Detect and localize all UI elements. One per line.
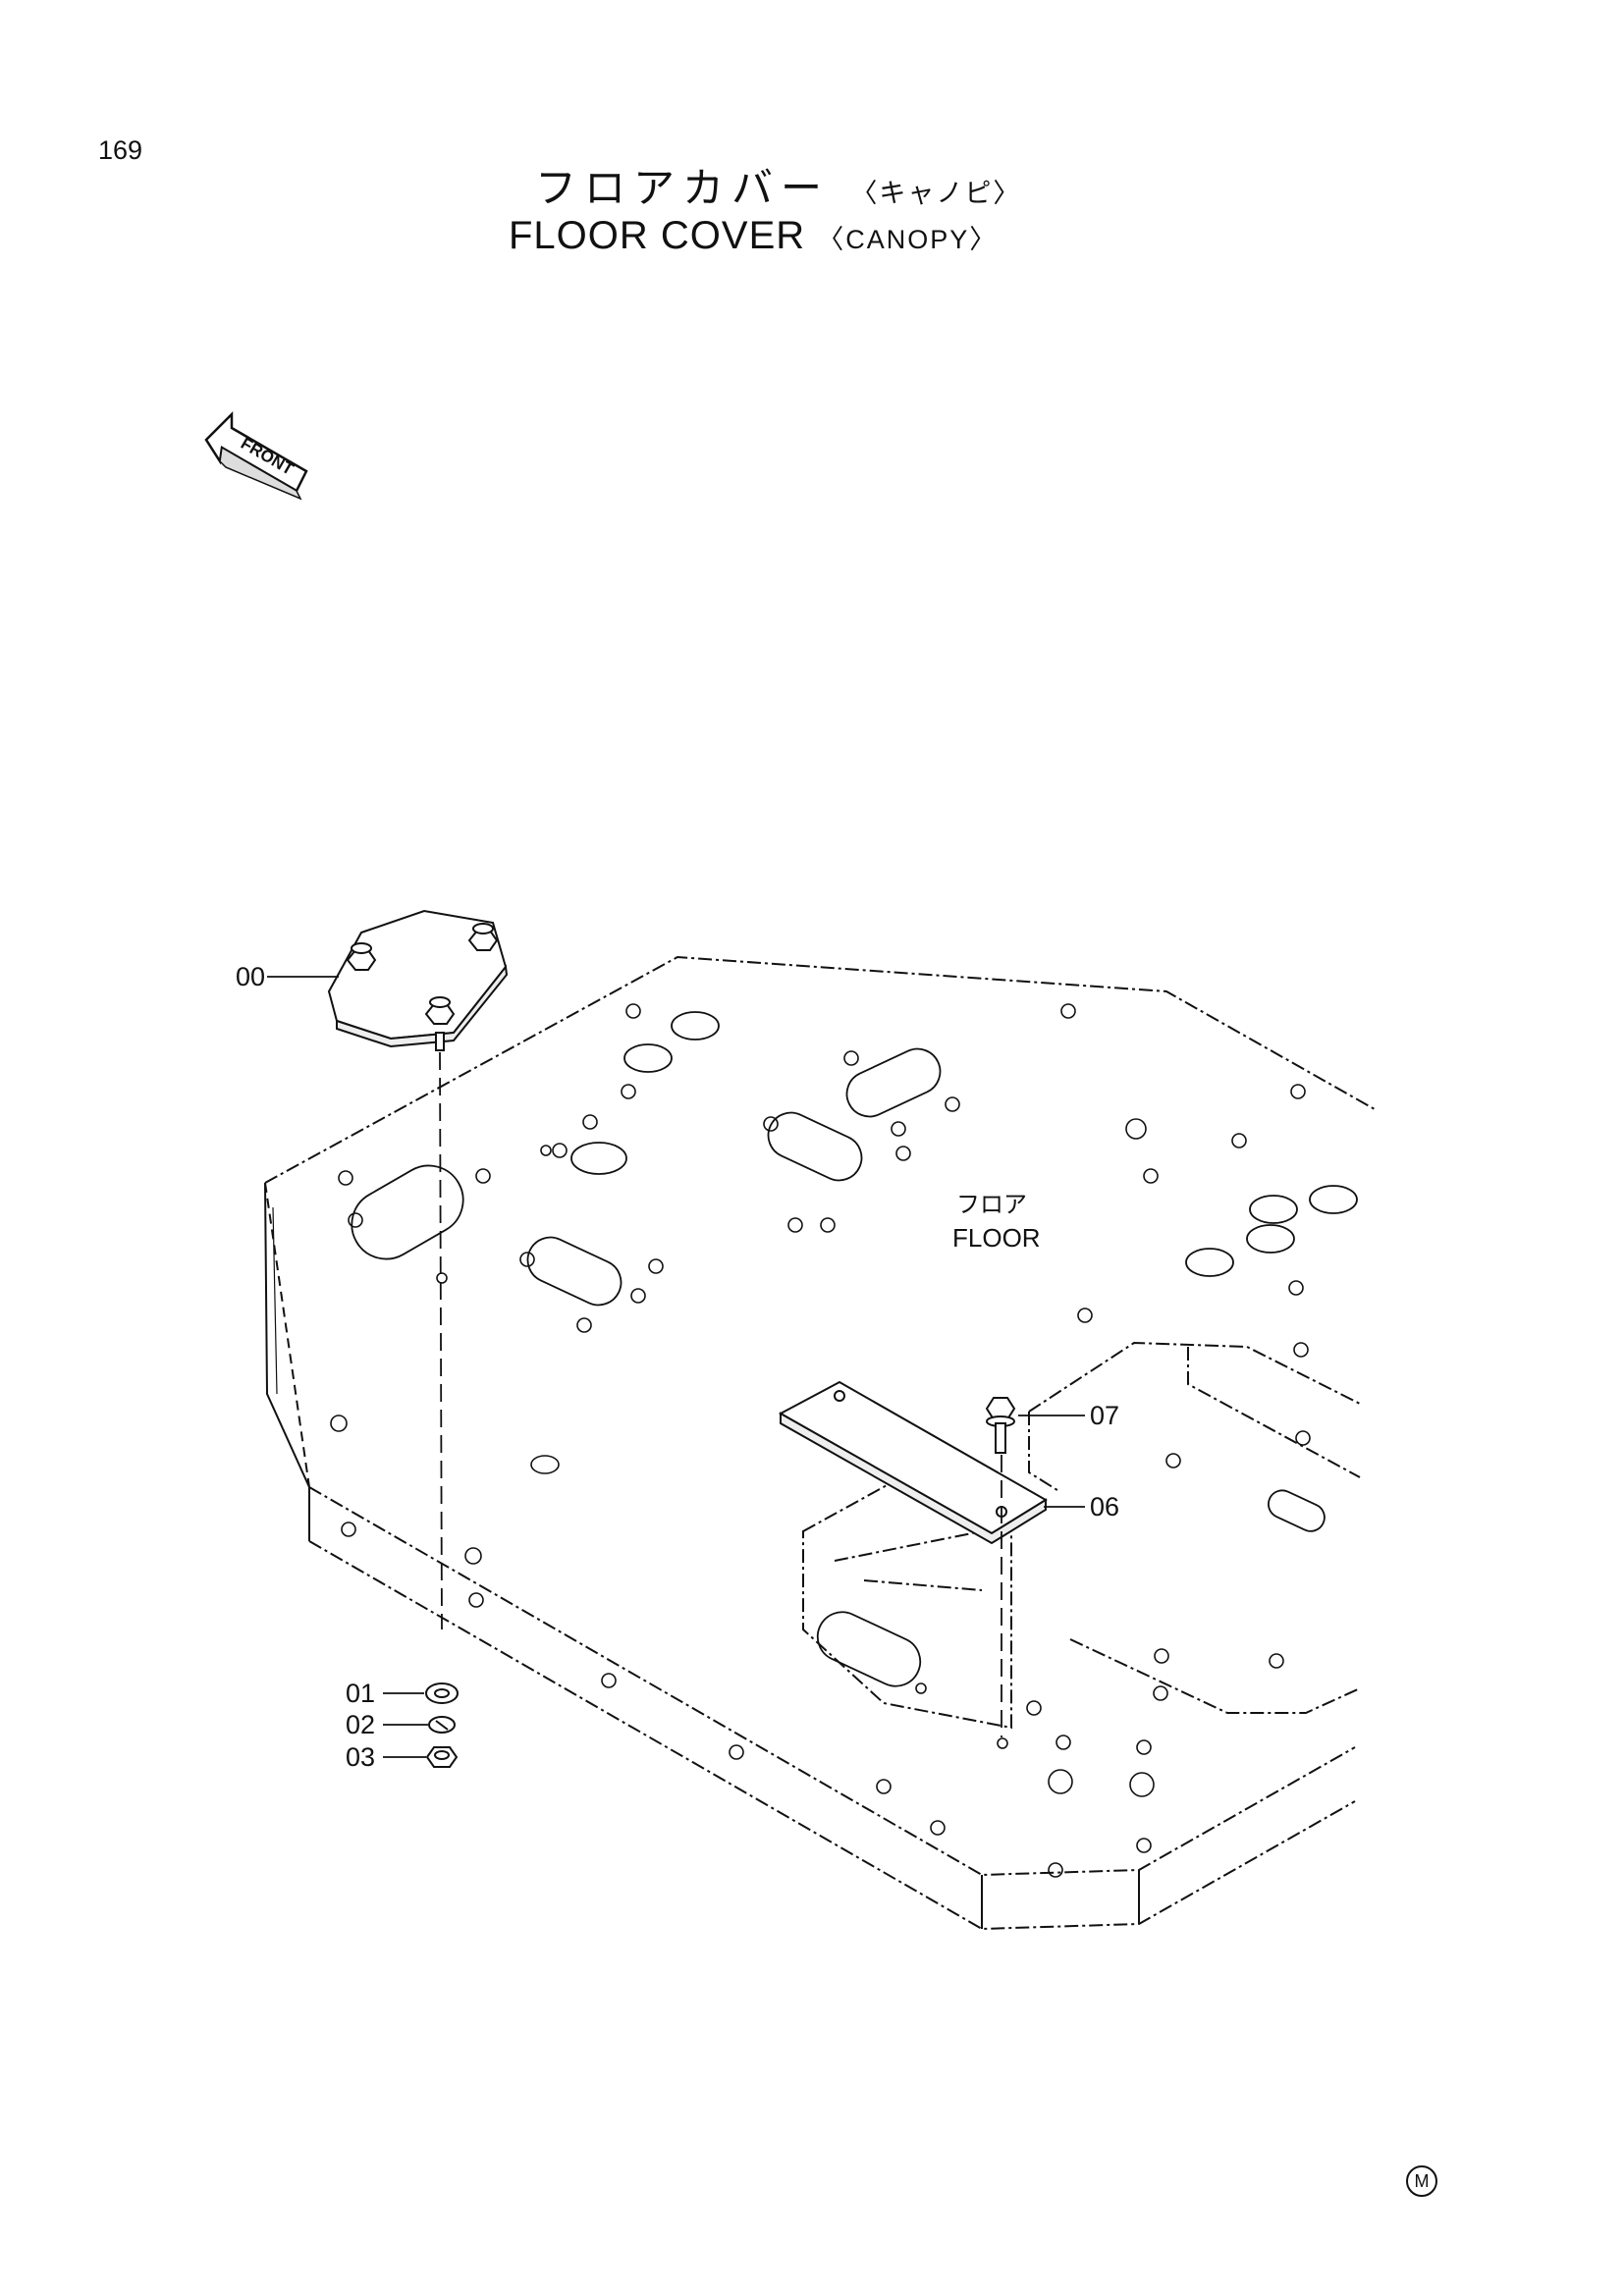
- corner-mark: M: [1406, 2165, 1437, 2197]
- title-english-sub: 〈CANOPY〉: [817, 225, 999, 254]
- callout-03: 03: [346, 1742, 375, 1772]
- bolt-07: [985, 1397, 1016, 1454]
- callout-06: 06: [1090, 1492, 1119, 1522]
- front-arrow-icon: FRONT: [204, 410, 308, 501]
- floor-plate: [264, 955, 1376, 1931]
- leader-lines: [267, 976, 1085, 1758]
- floor-label-english: FLOOR: [952, 1223, 1041, 1253]
- callout-00: 00: [236, 962, 265, 991]
- floor-cutouts: [351, 1011, 1358, 1687]
- title-english: FLOOR COVER 〈CANOPY〉: [509, 214, 998, 258]
- cover-plate-00: [327, 909, 509, 1051]
- spring-washer-02: [428, 1716, 456, 1734]
- callout-02: 02: [346, 1710, 375, 1739]
- floor-label-japanese: フロア: [956, 1191, 1027, 1218]
- bolt-icon: [467, 923, 499, 951]
- title-english-main: FLOOR COVER: [509, 214, 806, 257]
- nut-03: [425, 1746, 459, 1768]
- bolt-icon: [424, 996, 456, 1025]
- title-japanese-sub: 〈キャノピ〉: [850, 179, 1022, 209]
- title-japanese-main: フロアカバー: [535, 164, 831, 212]
- title-japanese: フロアカバー 〈キャノピ〉: [535, 155, 1021, 215]
- washer-01: [425, 1682, 459, 1704]
- callout-07: 07: [1090, 1401, 1119, 1430]
- callout-01: 01: [346, 1679, 375, 1708]
- page-number: 169: [98, 135, 143, 165]
- assembly-line-00: [439, 1051, 443, 1630]
- bolt-icon: [346, 942, 377, 971]
- floor-holes: [330, 1003, 1311, 1878]
